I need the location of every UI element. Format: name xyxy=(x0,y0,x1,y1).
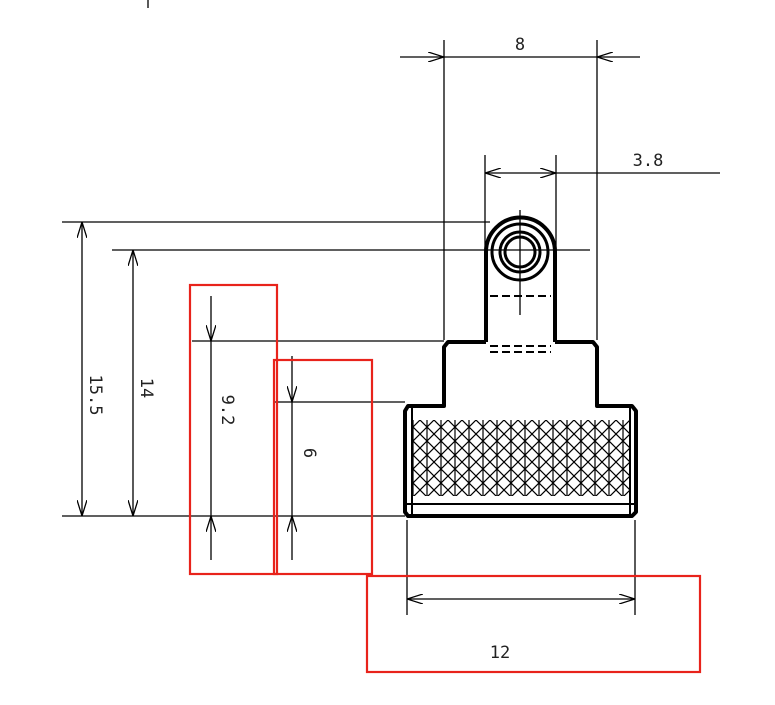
dimension-9-2: 9.2 xyxy=(211,296,237,560)
dimension-12: 12 xyxy=(406,520,636,663)
dim-text-15-5: 15.5 xyxy=(85,375,105,416)
highlight-box-6 xyxy=(272,358,374,576)
dim-text-6: 6 xyxy=(299,448,319,458)
highlight-box-9-2 xyxy=(188,283,279,576)
dimension-3-8: 3.8 xyxy=(484,151,720,300)
knurled-surface xyxy=(412,420,630,496)
part-outline xyxy=(403,210,638,518)
dimension-8: 8 xyxy=(400,35,640,340)
highlight-box-12 xyxy=(365,574,702,674)
dim-text-8: 8 xyxy=(515,35,525,55)
dim-text-3-8: 3.8 xyxy=(633,151,664,171)
dimension-14: 14 xyxy=(133,250,156,516)
dim-text-14: 14 xyxy=(136,378,156,398)
dim-text-12: 12 xyxy=(490,643,510,663)
dim-text-9-2: 9.2 xyxy=(217,395,237,426)
dimension-6: 6 xyxy=(292,356,319,560)
dimension-15-5: 15.5 xyxy=(82,222,105,516)
